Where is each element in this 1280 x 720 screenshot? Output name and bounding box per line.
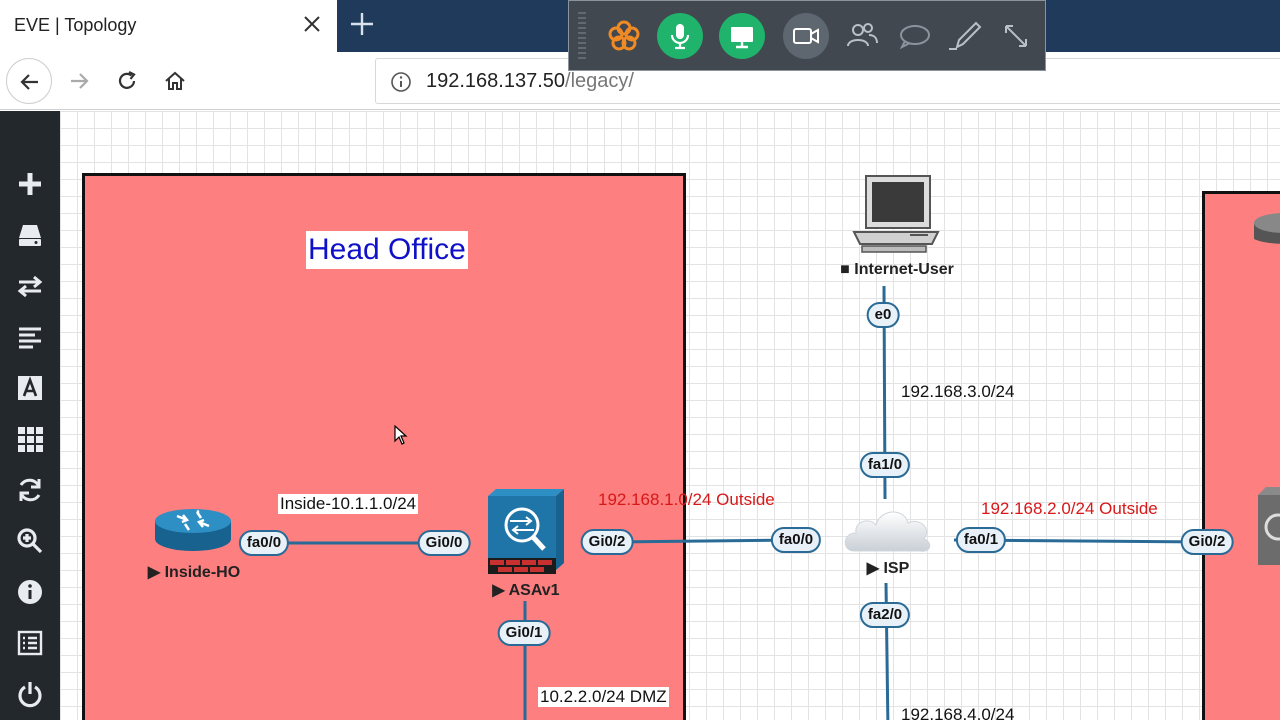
mouse-cursor-icon	[394, 425, 408, 445]
network-label-outside1[interactable]: 192.168.1.0/24 Outside	[598, 490, 775, 509]
back-arrow-icon	[20, 74, 38, 90]
link-asa-isp[interactable]	[606, 538, 797, 544]
node-label-asav1: ▶ ASAv1	[492, 582, 560, 599]
network-label-dmz[interactable]: 10.2.2.0/24 DMZ	[538, 687, 669, 707]
interface-inside-fa0-0[interactable]: fa0/0	[238, 530, 290, 556]
interface-isp-fa2-0[interactable]: fa2/0	[859, 602, 911, 628]
router-icon	[155, 509, 231, 551]
info-icon[interactable]	[10, 572, 50, 612]
participants-icon[interactable]	[839, 13, 885, 59]
back-button[interactable]	[6, 58, 52, 104]
interface-isp-fa0-1[interactable]: fa0/1	[955, 527, 1007, 553]
app-logo-icon[interactable]	[601, 13, 647, 59]
zone-title[interactable]: Head Office	[306, 231, 468, 269]
zoom-icon[interactable]	[10, 521, 50, 561]
microphone-icon[interactable]	[657, 13, 703, 59]
interface-user-e0[interactable]: e0	[866, 302, 900, 328]
home-button[interactable]	[152, 58, 198, 104]
node-name: Internet-User	[854, 261, 954, 278]
interface-asa-gi0-0[interactable]: Gi0/0	[417, 530, 471, 556]
startup-configs-icon[interactable]	[10, 317, 50, 357]
url-host: 192.168.137.50	[426, 70, 566, 92]
network-label-net4[interactable]: 192.168.4.0/24	[901, 705, 1015, 720]
zone-remote-site[interactable]	[1202, 191, 1280, 720]
pc-internet-user[interactable]	[852, 172, 942, 259]
cloud-isp[interactable]	[840, 499, 936, 562]
topology-links	[264, 285, 1209, 720]
expand-icon[interactable]	[993, 13, 1039, 59]
network-label-inside[interactable]: Inside-10.1.1.0/24	[278, 494, 419, 514]
network-label-user[interactable]: 192.168.3.0/24	[901, 382, 1015, 401]
eve-sidebar	[0, 111, 60, 720]
interface-isp-fa1-0[interactable]: fa1/0	[859, 452, 911, 478]
screen-share-icon[interactable]	[719, 13, 765, 59]
url-path: /legacy/	[565, 70, 634, 92]
camera-icon[interactable]	[783, 13, 829, 59]
list-icon[interactable]	[10, 623, 50, 663]
interface-asa-gi0-2[interactable]: Gi0/2	[580, 529, 634, 555]
node-label-internet-user: ■ Internet-User	[840, 261, 954, 278]
annotate-icon[interactable]	[943, 13, 989, 59]
home-icon	[165, 71, 185, 90]
interface-asa-gi0-1[interactable]: Gi0/1	[497, 620, 551, 646]
node-name: ISP	[883, 560, 910, 577]
chat-icon[interactable]	[891, 13, 937, 59]
pc-icon	[852, 175, 940, 253]
interface-isp-fa0-0[interactable]: fa0/0	[770, 527, 822, 553]
status-icon[interactable]	[10, 419, 50, 459]
close-tab-icon[interactable]	[300, 12, 324, 36]
refresh-icon[interactable]	[10, 470, 50, 510]
power-icon[interactable]	[10, 674, 50, 714]
screen-share-panel	[568, 0, 1046, 71]
node-label-isp: ▶ ISP	[866, 560, 910, 577]
drag-grip-icon[interactable]	[577, 9, 587, 64]
reload-icon	[118, 71, 136, 89]
browser-tab[interactable]: EVE | Topology	[0, 0, 337, 52]
reload-button[interactable]	[104, 58, 150, 104]
forward-button[interactable]	[56, 58, 102, 104]
site-info-icon[interactable]	[390, 71, 412, 93]
router-icon	[1258, 487, 1280, 565]
interface-remote-gi0-2[interactable]: Gi0/2	[1180, 529, 1234, 555]
router-icon	[1254, 213, 1280, 244]
router-remote-top[interactable]	[1252, 209, 1280, 260]
router-remote-bottom[interactable]	[1258, 487, 1280, 582]
tab-title: EVE | Topology	[14, 15, 137, 35]
network-label-outside2[interactable]: 192.168.2.0/24 Outside	[981, 499, 1158, 518]
text-icon[interactable]	[10, 368, 50, 408]
nodes-icon[interactable]	[10, 215, 50, 255]
firewall-icon	[488, 489, 564, 574]
node-label-inside-ho: ▶ Inside-HO	[147, 564, 241, 581]
node-name: Inside-HO	[164, 564, 241, 581]
node-name: ASAv1	[508, 582, 560, 599]
url-text: 192.168.137.50/legacy/	[426, 70, 634, 93]
cloud-icon	[844, 511, 931, 552]
router-inside-ho[interactable]	[153, 503, 233, 564]
networks-icon[interactable]	[10, 266, 50, 306]
new-tab-icon[interactable]	[348, 10, 376, 38]
forward-arrow-icon	[71, 73, 89, 89]
firewall-asav1[interactable]	[486, 488, 566, 583]
topology-canvas[interactable]: Head Office Inside-10.1.1.0/24 192.168.1…	[60, 111, 1280, 720]
add-icon[interactable]	[10, 164, 50, 204]
